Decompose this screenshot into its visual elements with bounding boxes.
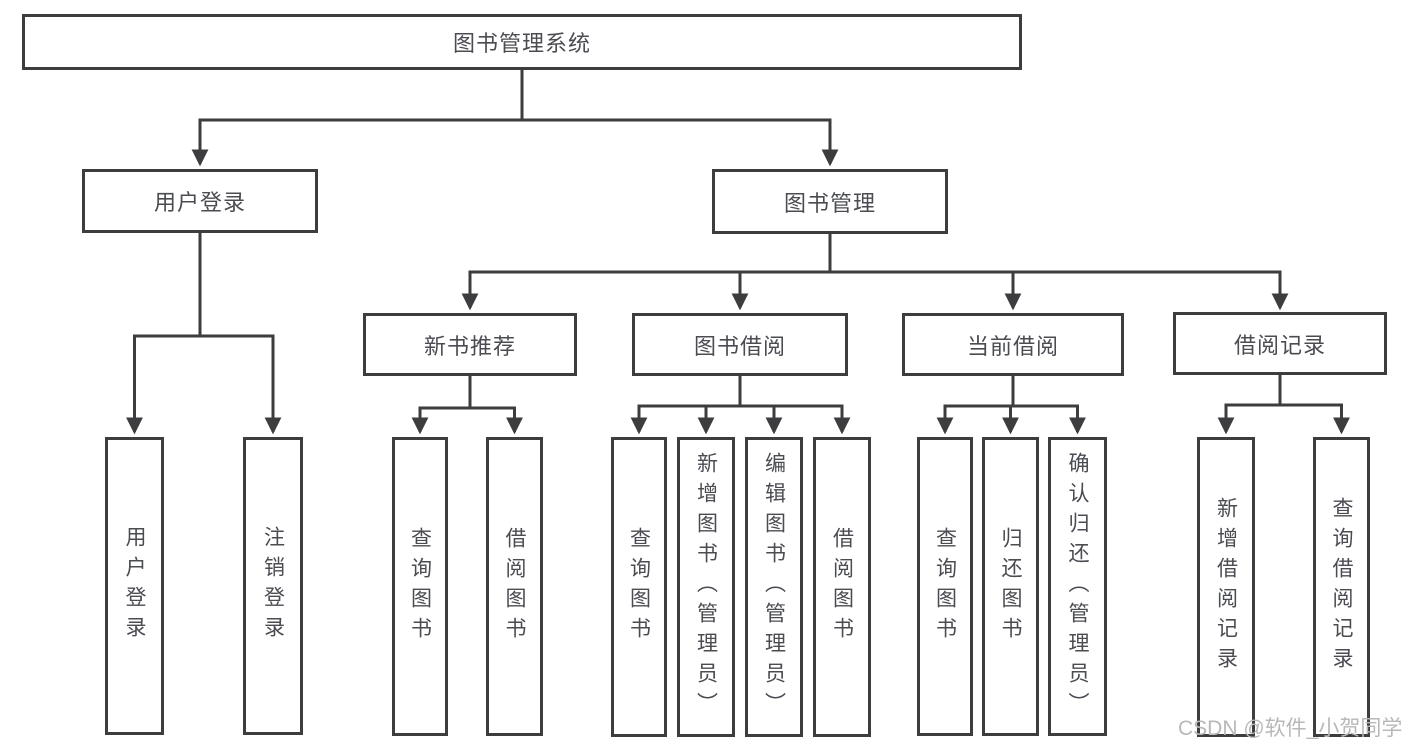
leaf-add-book-admin: 新增图书（管理员） — [677, 437, 735, 737]
node-current-borrow: 当前借阅 — [902, 313, 1124, 376]
leaf-edit-book-admin-label: 编辑图书（管理员） — [762, 452, 786, 722]
leaf-logout: 注销登录 — [243, 437, 303, 735]
leaf-current-query-book-label: 查询图书 — [933, 526, 957, 647]
connector-root-to-level2 — [191, 70, 839, 167]
leaf-current-query-book: 查询图书 — [917, 437, 973, 736]
leaf-confirm-return-admin: 确认归还（管理员） — [1048, 437, 1107, 736]
leaf-borrow-query-book-label: 查询图书 — [627, 527, 651, 647]
node-new-book-recommend: 新书推荐 — [363, 313, 577, 376]
node-user-login-label: 用户登录 — [153, 190, 246, 215]
leaf-query-borrow-record: 查询借阅记录 — [1313, 437, 1370, 737]
leaf-add-borrow-record: 新增借阅记录 — [1197, 437, 1255, 737]
connector-user-login-children — [126, 233, 282, 435]
leaf-add-borrow-record-label: 新增借阅记录 — [1214, 497, 1238, 677]
leaf-recommend-query-book: 查询图书 — [392, 437, 448, 736]
leaf-query-borrow-record-label: 查询借阅记录 — [1330, 497, 1353, 677]
leaf-return-book-label: 归还图书 — [999, 526, 1022, 647]
leaf-return-book: 归还图书 — [982, 437, 1039, 736]
node-root-label: 图书管理系统 — [452, 31, 591, 56]
node-current-borrow-label: 当前借阅 — [966, 333, 1059, 359]
leaf-logout-label: 注销登录 — [261, 526, 285, 646]
leaf-user-login-label: 用户登录 — [123, 526, 146, 646]
leaf-borrow-book: 借阅图书 — [813, 437, 871, 737]
leaf-edit-book-admin: 编辑图书（管理员） — [745, 437, 803, 737]
node-borrow-record-label: 借阅记录 — [1233, 332, 1326, 358]
connector-current-borrow-children — [936, 376, 1086, 435]
node-book-borrow: 图书借阅 — [632, 313, 848, 376]
connector-new-book-children — [411, 376, 523, 435]
node-root-system: 图书管理系统 — [22, 14, 1022, 70]
connector-book-management-children — [461, 234, 1289, 311]
leaf-confirm-return-admin-label: 确认归还（管理员） — [1066, 451, 1089, 722]
connector-book-borrow-children — [630, 376, 851, 435]
connector-borrow-record-children — [1217, 374, 1350, 435]
leaf-recommend-borrow-book: 借阅图书 — [486, 437, 543, 736]
node-user-login: 用户登录 — [82, 169, 318, 233]
csdn-watermark: CSDN @软件_小贺同学 — [1178, 717, 1403, 740]
leaf-recommend-borrow-book-label: 借阅图书 — [503, 526, 526, 647]
leaf-borrow-query-book: 查询图书 — [611, 437, 667, 737]
leaf-recommend-query-book-label: 查询图书 — [408, 526, 432, 647]
node-book-management: 图书管理 — [712, 169, 948, 234]
leaf-user-login: 用户登录 — [105, 437, 164, 735]
node-book-borrow-label: 图书借阅 — [693, 333, 786, 359]
node-book-management-label: 图书管理 — [783, 190, 876, 216]
node-new-book-recommend-label: 新书推荐 — [423, 333, 516, 359]
leaf-borrow-book-label: 借阅图书 — [830, 527, 854, 647]
node-borrow-record: 借阅记录 — [1173, 312, 1387, 375]
leaf-add-book-admin-label: 新增图书（管理员） — [694, 452, 718, 722]
